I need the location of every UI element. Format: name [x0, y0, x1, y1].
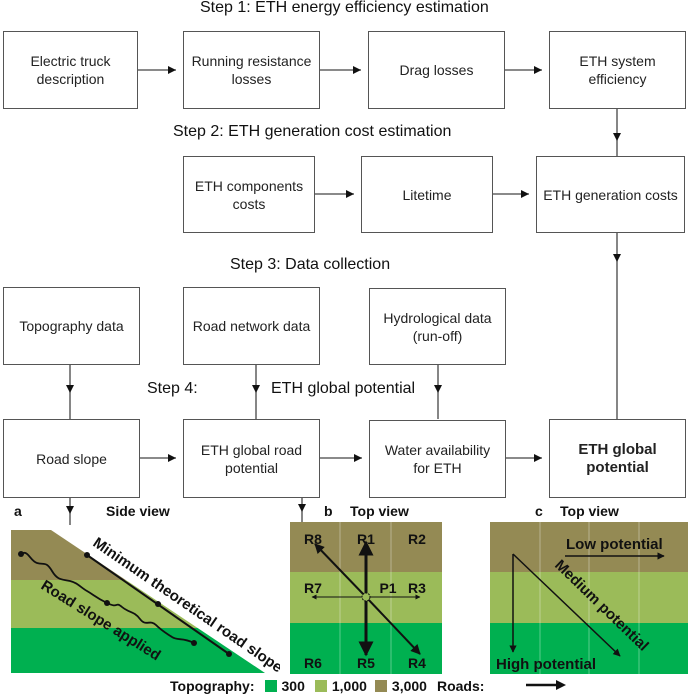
cell-r5: R5	[357, 655, 375, 671]
cell-r4: R4	[408, 655, 426, 671]
legend-swatch-3000	[374, 680, 387, 692]
panel-b-top-view: R8 R1 R2 R7 P1 R3 R6 R5 R4	[290, 522, 442, 674]
step1-title: Step 1: ETH energy efficiency estimation	[200, 0, 489, 16]
panel-a-side-view: Minimum theoretical road slope Road slop…	[11, 530, 280, 676]
box-eth-global-road-potential: ETH global road potential	[183, 419, 320, 498]
step4-label: Step 4:	[147, 380, 198, 397]
box-running-resistance-losses: Running resistance losses	[183, 31, 320, 109]
panel-b-letter: b	[324, 503, 333, 519]
box-water-availability: Water availability for ETH	[369, 420, 506, 498]
legend-label-300: 300	[281, 678, 305, 694]
low-potential-label: Low potential	[566, 536, 663, 553]
medium-potential-arrow	[512, 553, 621, 657]
legend-swatch-300	[264, 680, 277, 692]
cell-r3: R3	[408, 580, 426, 596]
panel-a-letter: a	[14, 503, 22, 519]
step4-title: ETH global potential	[271, 380, 416, 397]
panel-c-letter: c	[535, 503, 543, 519]
legend-topography-label: Topography:	[170, 678, 255, 694]
box-eth-generation-costs: ETH generation costs	[536, 156, 685, 233]
legend-roads-label: Roads:	[436, 678, 485, 694]
box-eth-system-efficiency: ETH system efficiency	[549, 31, 686, 109]
box-eth-components-costs: ETH components costs	[183, 156, 315, 233]
cell-r8: R8	[304, 531, 322, 547]
cell-r1: R1	[357, 531, 375, 547]
panel-c-top-view: Low potential High potential Medium pote…	[490, 522, 688, 674]
cell-p1: P1	[379, 580, 396, 596]
box-eth-global-potential: ETH global potential	[549, 419, 686, 498]
panel-a-title: Side view	[106, 503, 170, 519]
high-potential-label: High potential	[496, 656, 596, 673]
cell-r6: R6	[304, 655, 322, 671]
box-road-slope: Road slope	[3, 419, 140, 498]
box-electric-truck-description: Electric truck description	[3, 31, 138, 109]
cell-r2: R2	[408, 531, 426, 547]
panel-b-title: Top view	[350, 503, 409, 519]
legend: Topography: 300 1,000 3,000 Roads:	[170, 678, 567, 694]
legend-label-1000: 1,000	[331, 678, 367, 694]
box-lifetime: Litetime	[361, 156, 493, 233]
legend-label-3000: 3,000	[391, 678, 427, 694]
box-topography-data: Topography data	[3, 287, 140, 365]
legend-road-arrow-icon	[526, 678, 567, 694]
road-r4	[365, 596, 421, 655]
legend-swatch-1000	[314, 680, 327, 692]
cell-r7: R7	[304, 580, 322, 596]
step3-title: Step 3: Data collection	[230, 256, 391, 273]
box-drag-losses: Drag losses	[368, 31, 505, 109]
road-r8	[314, 543, 367, 598]
box-hydrological-data: Hydrological data (run-off)	[369, 288, 506, 365]
panel-c-title: Top view	[560, 503, 619, 519]
box-road-network-data: Road network data	[183, 287, 320, 365]
point-p1	[361, 592, 371, 602]
step2-title: Step 2: ETH generation cost estimation	[173, 123, 452, 140]
